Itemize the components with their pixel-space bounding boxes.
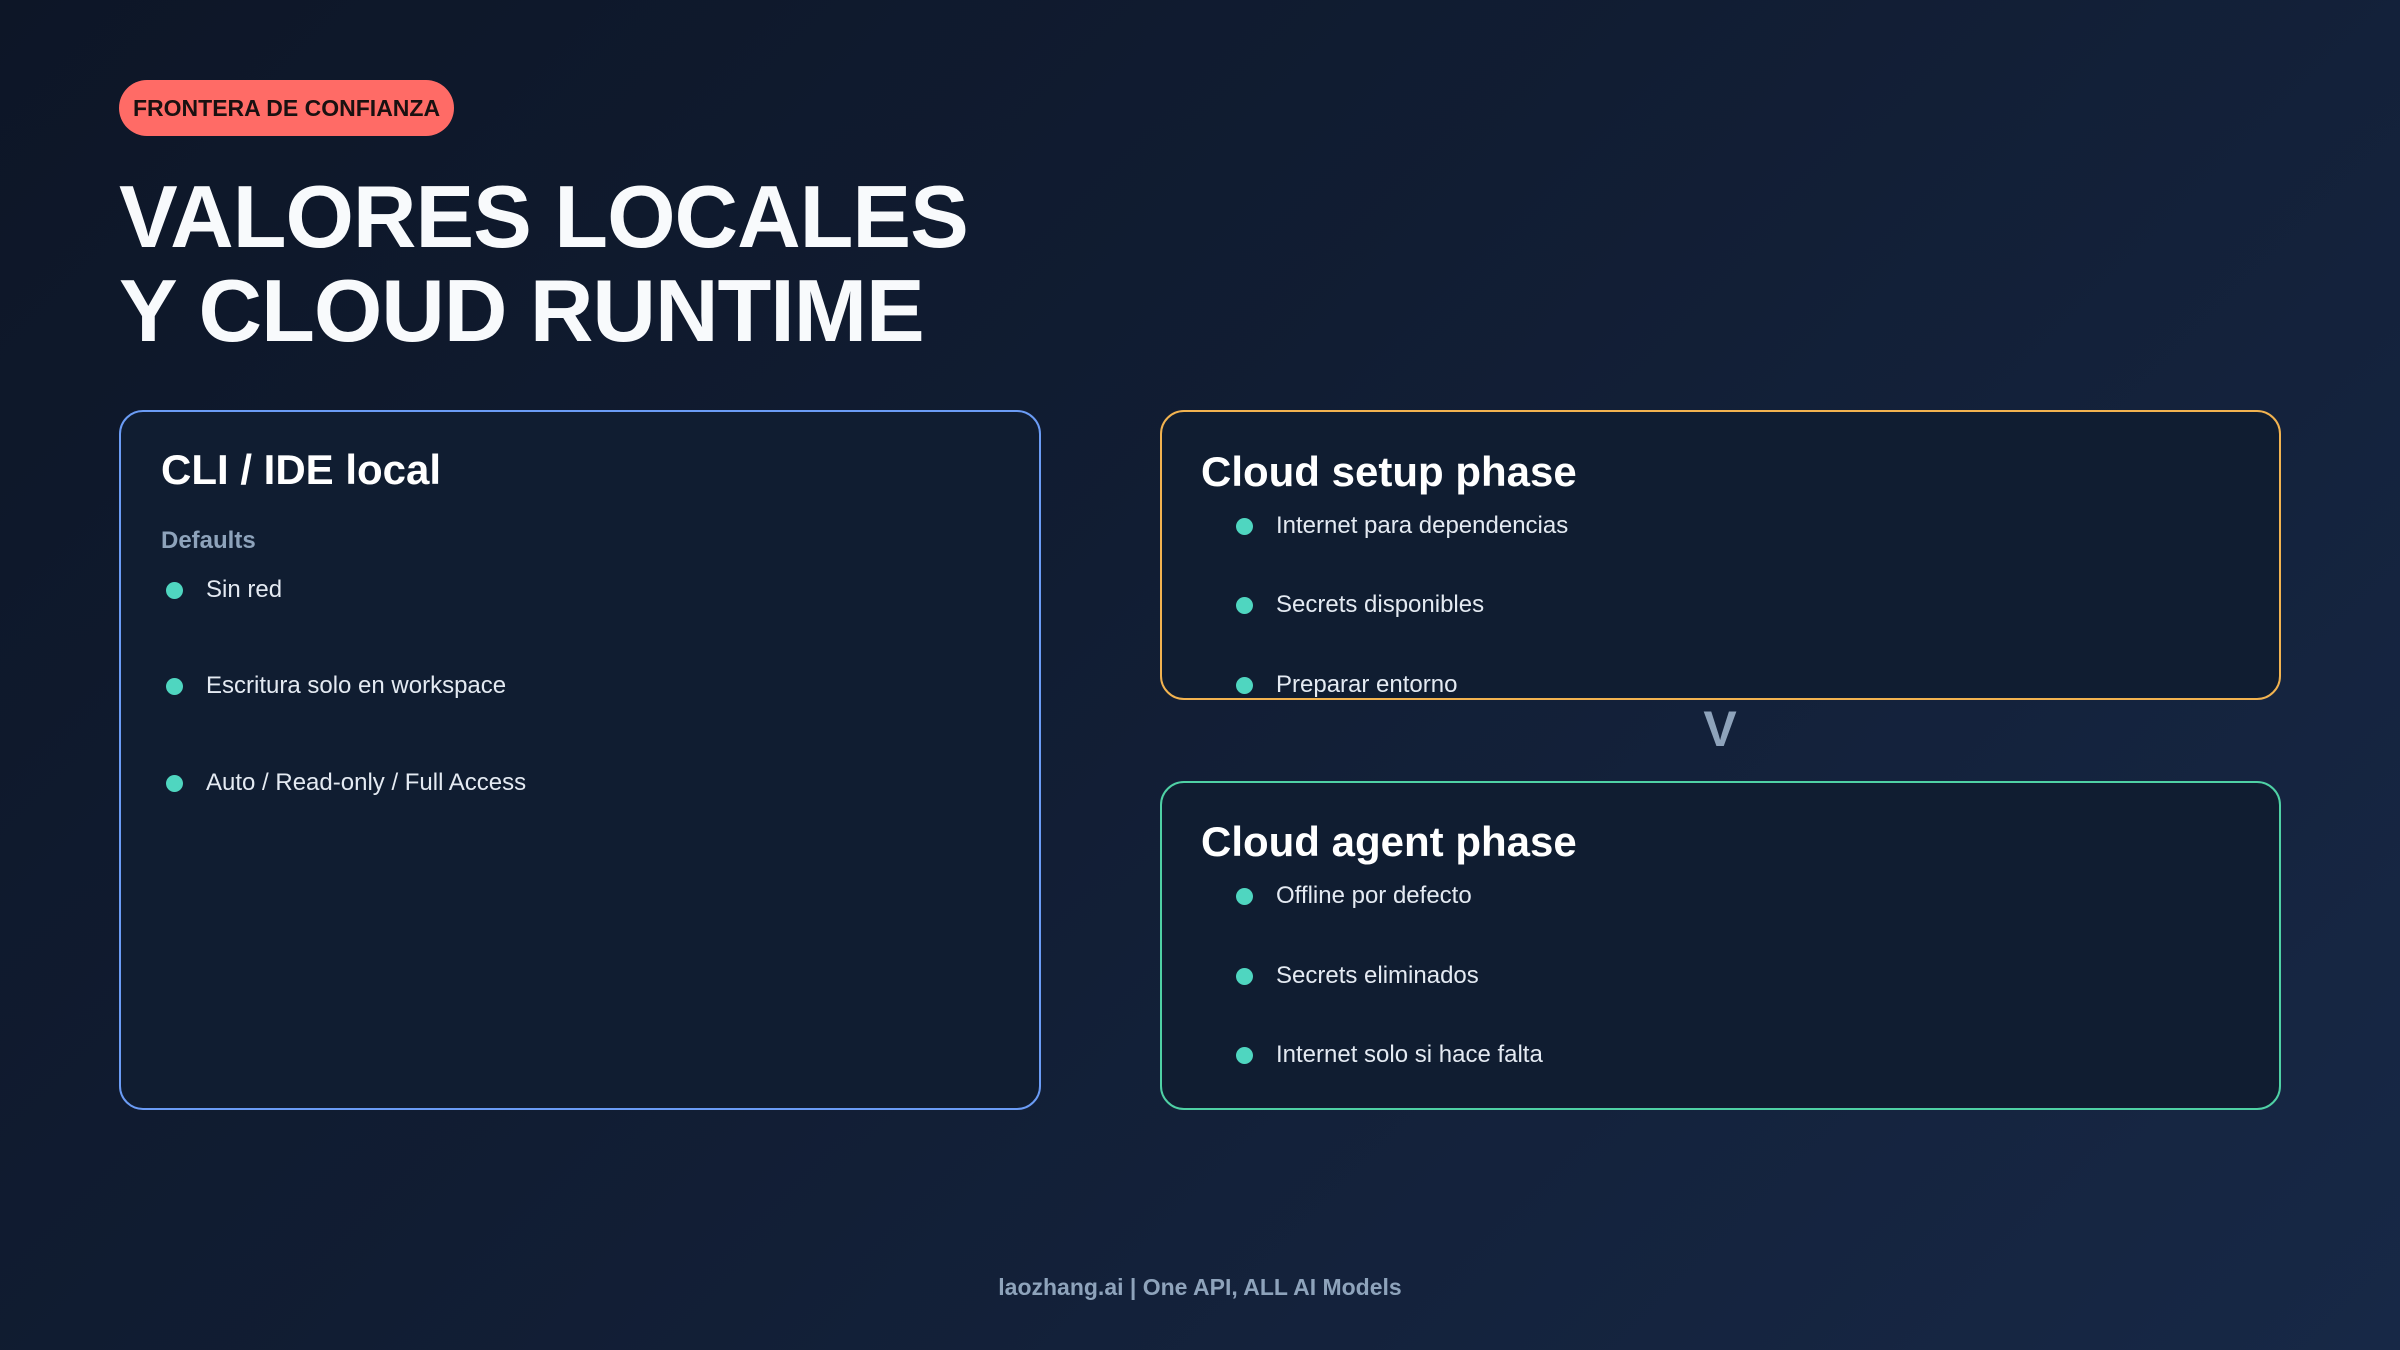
list-item: Preparar entorno [1236,671,1457,699]
setup-card-title: Cloud setup phase [1201,448,1577,495]
list-item: Internet para dependencias [1236,512,1568,540]
setup-card [1160,410,2281,700]
list-item: Secrets eliminados [1236,962,1479,990]
title-line-2: Y CLOUD RUNTIME [119,261,925,360]
bullet-icon [166,677,183,695]
list-item: Auto / Read-only / Full Access [166,769,526,797]
item-text: Internet para dependencias [1276,512,1569,539]
list-item: Escritura solo en workspace [166,672,506,700]
local-card-subtitle: Defaults [161,527,256,554]
arrow-down-icon: V [1703,701,1737,757]
item-text: Secrets eliminados [1276,962,1479,989]
item-text: Escritura solo en workspace [206,672,507,699]
item-text: Offline por defecto [1276,882,1472,909]
item-text: Sin red [206,576,283,603]
item-text: Secrets disponibles [1276,591,1485,618]
list-item: Internet solo si hace falta [1236,1041,1543,1069]
bullet-icon [166,581,183,599]
title-line-1: VALORES LOCALES [119,167,969,266]
bullet-icon [1236,967,1253,985]
bullet-icon [166,774,183,792]
local-card [119,410,1041,1110]
bullet-icon [1236,676,1253,694]
page-title: VALORES LOCALES Y CLOUD RUNTIME [119,167,969,360]
bullet-icon [1236,887,1253,905]
agent-card [1160,781,2281,1110]
bullet-icon [1236,1046,1253,1064]
footer: laozhang.ai | One API, ALL AI Models [998,1274,1402,1300]
list-item: Sin red [166,576,282,604]
item-text: Auto / Read-only / Full Access [206,769,527,796]
bullet-icon [1236,596,1253,614]
list-item: Offline por defecto [1236,882,1472,910]
local-card-title: CLI / IDE local [161,446,442,493]
agent-card-title: Cloud agent phase [1201,818,1577,865]
item-text: Internet solo si hace falta [1276,1041,1543,1068]
item-text: Preparar entorno [1276,671,1458,698]
bullet-icon [1236,517,1253,535]
list-item: Secrets disponibles [1236,591,1484,619]
section-badge: FRONTERA DE CONFIANZA [119,80,455,136]
